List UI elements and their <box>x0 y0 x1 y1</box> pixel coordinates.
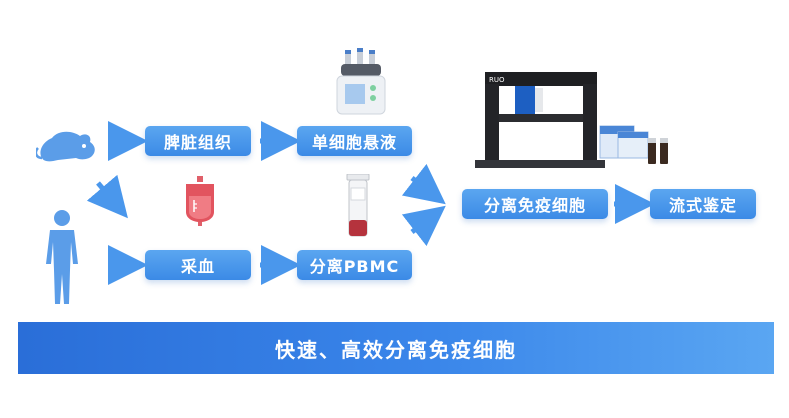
tube-icon <box>346 174 370 237</box>
node-single-cell: 单细胞悬液 <box>297 126 412 156</box>
svg-text:RUO: RUO <box>489 76 505 84</box>
node-spleen: 脾脏组织 <box>145 126 251 156</box>
node-separate: 分离免疫细胞 <box>462 189 608 219</box>
reagent-kit-icon <box>599 125 668 164</box>
arrow-pbmc-to-separate <box>401 205 446 247</box>
human-icon <box>46 210 78 304</box>
node-identify: 流式鉴定 <box>650 189 756 219</box>
mouse-icon <box>36 131 95 162</box>
magnetic-separator-icon: RUO <box>475 72 605 168</box>
homogenizer-icon <box>336 48 386 115</box>
node-blood: 采血 <box>145 250 251 280</box>
node-pbmc: 分离PBMC <box>297 250 412 280</box>
arrow-mouse-diagonal <box>86 174 128 219</box>
node-identify-label: 流式鉴定 <box>668 196 737 215</box>
node-single-cell-label: 单细胞悬液 <box>311 133 397 152</box>
node-separate-label: 分离免疫细胞 <box>483 196 586 215</box>
node-spleen-label: 脾脏组织 <box>163 133 232 152</box>
node-blood-label: 采血 <box>180 257 215 276</box>
arrow-single-cell-to-separate <box>401 163 446 205</box>
bottom-banner: 快速、高效分离免疫细胞 <box>18 322 774 374</box>
blood-bag-icon <box>186 176 214 226</box>
banner-text: 快速、高效分离免疫细胞 <box>275 337 517 362</box>
node-pbmc-label: 分离PBMC <box>309 257 400 276</box>
